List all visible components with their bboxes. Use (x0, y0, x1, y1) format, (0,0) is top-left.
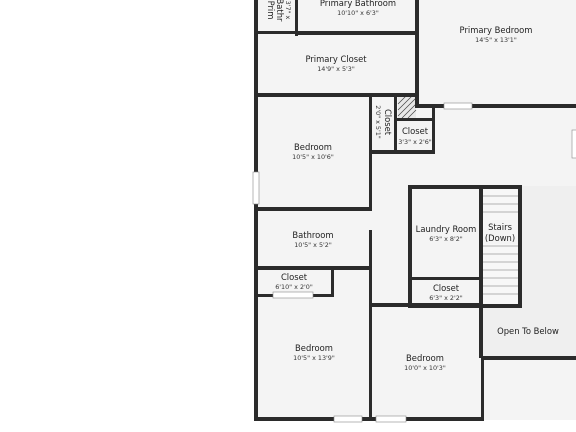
room-dimensions: 14'5" x 13'1" (475, 36, 517, 44)
room-closet-left: Closet 6'10" x 2'0" (275, 272, 313, 291)
room-closet-laundry: Closet 6'3" x 2'2" (429, 283, 463, 302)
room-dimensions: 10'5" x 5'2" (294, 241, 332, 249)
room-primary-closet: Primary Closet 14'9" x 5'3" (305, 54, 367, 73)
open-to-below-lower (482, 304, 576, 358)
room-closet-small: Closet 3'3" x 2'6" (398, 126, 432, 146)
room-dimensions: 14'9" x 5'3" (317, 65, 355, 73)
room-primary-bedroom: Primary Bedroom 14'5" x 13'1" (460, 25, 533, 44)
room-name: Bathr (275, 0, 285, 22)
walls (254, 0, 576, 421)
room-stairs: Stairs (Down) (484, 220, 518, 244)
room-name: Closet (383, 109, 393, 136)
windows (252, 102, 576, 423)
room-name: Primary Bedroom (460, 25, 533, 35)
room-dimensions: 10'5" x 13'9" (293, 354, 335, 362)
room-dimensions: 3'7" x (284, 1, 292, 20)
room-bedroom-2: Bedroom 10'5" x 13'9" (293, 343, 335, 362)
room-open-to-below: Open To Below (497, 326, 559, 336)
room-name: Bedroom (295, 343, 333, 353)
room-dimensions: 10'10" x 6'3" (337, 9, 379, 17)
room-dimensions: 6'3" x 2'2" (429, 294, 463, 302)
room-bedroom-1: Bedroom 10'5" x 10'6" (292, 142, 334, 161)
room-name: Primary Closet (305, 54, 367, 64)
room-dimensions: 10'0" x 10'3" (404, 364, 446, 372)
room-name: Prim (266, 1, 276, 20)
room-name: Open To Below (497, 326, 559, 336)
room-laundry: Laundry Room 6'3" x 8'2" (416, 224, 477, 243)
room-dimensions: 6'3" x 8'2" (429, 235, 463, 243)
room-primary-bathroom: Primary Bathroom 10'10" x 6'3" (320, 0, 396, 17)
room-closet-vertical: Closet 2'0" x 5'1" (374, 105, 393, 139)
stair-treads (483, 188, 519, 304)
room-dimensions: 2'0" x 5'1" (374, 105, 382, 139)
room-name: Bedroom (294, 142, 332, 152)
hatched-shaft (397, 95, 417, 119)
room-dimensions: 3'3" x 2'6" (398, 138, 432, 146)
room-bedroom-3: Bedroom 10'0" x 10'3" (404, 353, 446, 372)
room-name: Closet (281, 272, 308, 282)
room-name: Closet (402, 126, 429, 136)
room-name: Laundry Room (416, 224, 477, 234)
room-name: (Down) (485, 233, 515, 243)
room-name: Bathroom (292, 230, 333, 240)
room-dimensions: 10'5" x 10'6" (292, 153, 334, 161)
room-name: Closet (433, 283, 460, 293)
room-primary-bath-small: Prim Bathr 3'7" x (266, 0, 292, 22)
room-name: Bedroom (406, 353, 444, 363)
room-dimensions: 6'10" x 2'0" (275, 283, 313, 291)
room-bathroom: Bathroom 10'5" x 5'2" (292, 230, 333, 249)
room-name: Primary Bathroom (320, 0, 396, 8)
room-name: Stairs (488, 222, 512, 232)
